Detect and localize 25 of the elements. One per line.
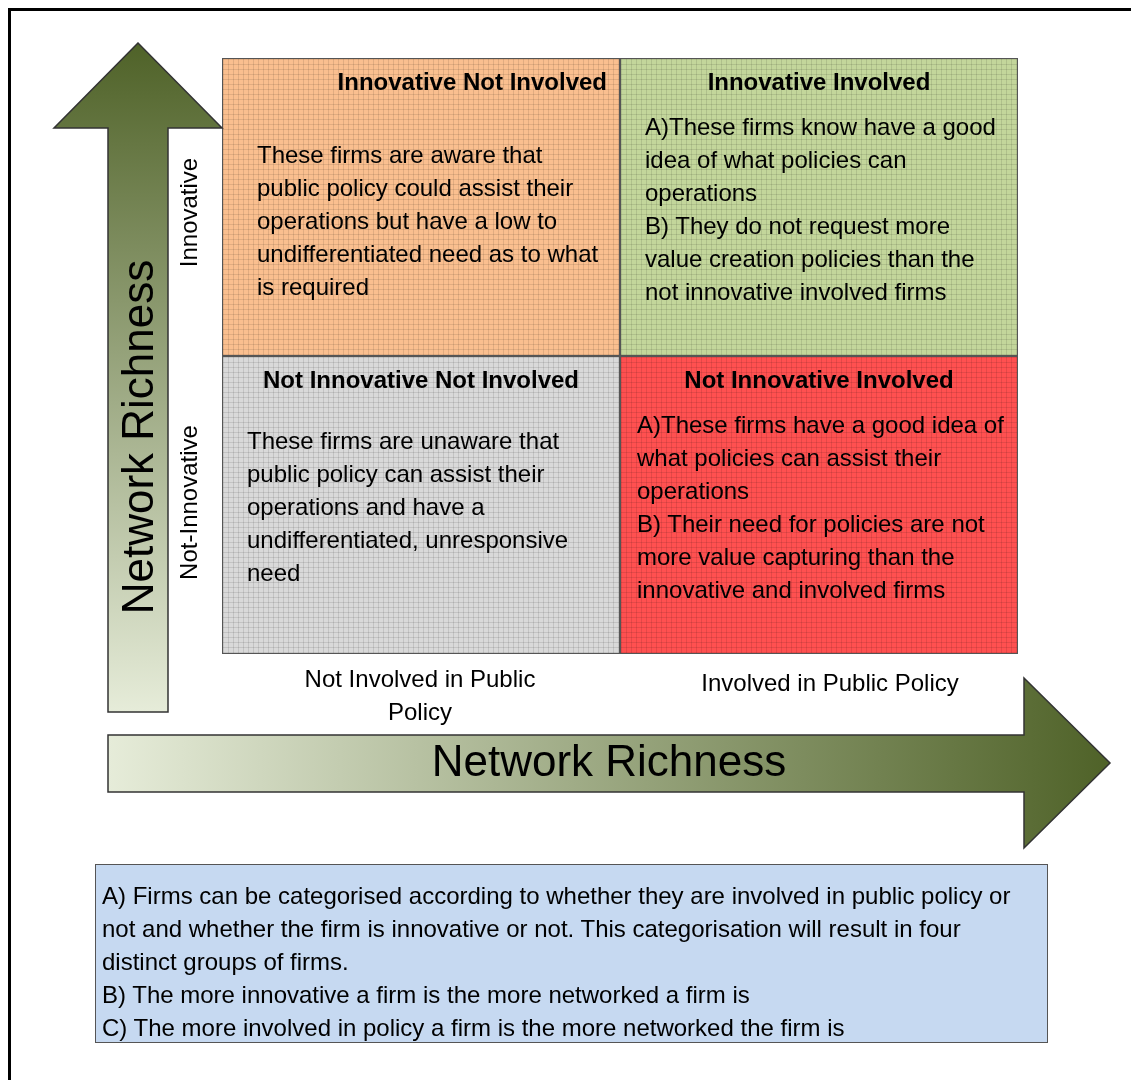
quadrant-panel — [222, 356, 620, 654]
note-text: A) Firms can be categorised according to whether they are involved in public policy or not and whether the firm is innovative or not. This categorisation will result in four distinct groups of firms. — [102, 881, 1012, 977]
quadrant-description: These firms are unaware that public policy can assist their operations and have a undifferentiated, unresponsive need — [246, 426, 570, 588]
quadrant-description: B) Their need for policies are not more value capturing than the innovative and involved firms — [636, 509, 986, 605]
axis-label: Involved in Public Policy — [700, 668, 960, 698]
arrow-label: Network Richness — [113, 258, 163, 617]
quadrant-panel — [620, 58, 1018, 356]
quadrant-description: A)These firms know have a good idea of what policies can operations — [644, 112, 997, 208]
quadrant-heading: Innovative Not Involved — [336, 67, 607, 97]
arrow-shape — [52, 42, 224, 714]
note-text: C) The more involved in policy a firm is the more networked the firm is — [102, 1013, 846, 1043]
quadrant-description: A)These firms have a good idea of what policies can assist their operations — [636, 410, 1005, 506]
quadrant-panel — [222, 58, 620, 356]
axis-label: Innovative — [173, 156, 203, 270]
quadrant-panel — [620, 356, 1018, 654]
quadrant-description: B) They do not request more value creation policies than the not innovative involved firms — [644, 211, 976, 307]
axis-label: Not Involved in Public Policy — [303, 664, 537, 727]
note-panel — [95, 864, 1048, 1043]
arrow-label: Network Richness — [430, 736, 788, 786]
quadrant-heading: Not Innovative Not Involved — [262, 365, 580, 395]
axis-label: Not-Innovative — [173, 424, 203, 582]
quadrant-description: These firms are aware that public policy could assist their operations but have a low to undifferentiated need as to what is required — [256, 140, 600, 302]
quadrant-heading: Innovative Involved — [706, 67, 932, 97]
note-text: B) The more innovative a firm is the more networked a firm is — [102, 980, 751, 1010]
quadrant-heading: Not Innovative Involved — [683, 365, 955, 395]
